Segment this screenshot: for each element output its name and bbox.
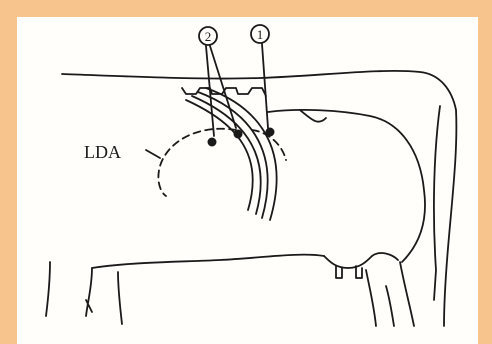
rib-1 bbox=[186, 100, 253, 210]
cow-flank-line bbox=[268, 110, 425, 262]
cow-hip-curve bbox=[300, 110, 326, 122]
lda-leader-line bbox=[146, 150, 160, 158]
cow-udder bbox=[324, 253, 398, 268]
udder-teat-2 bbox=[356, 266, 362, 278]
cow-leg-inner bbox=[386, 286, 394, 326]
lda-region-outline bbox=[158, 129, 236, 196]
callout-label-1: 1 bbox=[257, 27, 264, 42]
cow-rear-contour bbox=[444, 110, 456, 326]
point-dot-left bbox=[208, 138, 217, 147]
cow-front-leg-1 bbox=[46, 262, 50, 316]
cow-front-leg-2 bbox=[86, 268, 92, 316]
callout-label-2: 2 bbox=[205, 29, 212, 44]
point-dot-right bbox=[266, 128, 275, 137]
lda-label: LDA bbox=[84, 142, 121, 162]
point-dot-middle bbox=[234, 130, 243, 139]
cow-hind-leg-back bbox=[400, 262, 414, 326]
cow-belly-line bbox=[92, 255, 324, 268]
cow-front-leg-3 bbox=[118, 272, 122, 324]
leader-1 bbox=[262, 44, 268, 128]
cow-hind-leg-front bbox=[366, 270, 376, 326]
cow-tail bbox=[434, 106, 440, 300]
cow-back-line bbox=[62, 71, 456, 110]
